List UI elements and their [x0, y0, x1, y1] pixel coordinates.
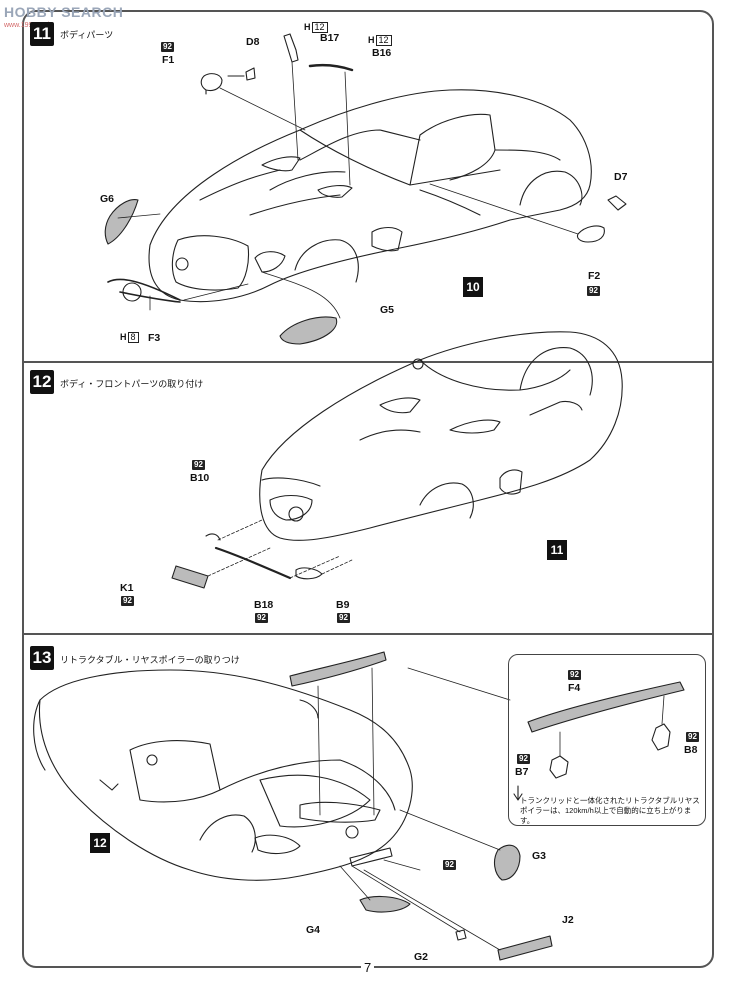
- paint-badge-f4: 92: [568, 670, 581, 680]
- wiper-b16: [308, 63, 354, 72]
- grille-bar-f3: [107, 278, 181, 303]
- step-12-number: 12: [30, 370, 54, 394]
- label-g4: G4: [306, 924, 321, 936]
- watermark-brand: HOBBY SEARCH: [4, 4, 124, 20]
- lens-g3: [493, 844, 521, 881]
- car-body-step13: [33, 669, 413, 881]
- label-g2: G2: [414, 951, 429, 963]
- ref-step-10: 10: [463, 277, 483, 297]
- label-b7: B7: [515, 766, 529, 778]
- part-b17: [283, 33, 299, 63]
- step-13-number: 13: [30, 646, 54, 670]
- paint-badge-b18: 92: [255, 613, 268, 623]
- spoiler-detail-inset: [508, 654, 706, 826]
- label-g5: G5: [380, 304, 395, 316]
- spoiler-note: トランクリッドと一体化されたリトラクタブルリヤスポイラーは、120km/h以上で…: [520, 796, 700, 825]
- paint-badge-b10: 92: [192, 460, 205, 470]
- mirror-f2: [576, 225, 605, 243]
- label-f3: F3: [148, 332, 161, 344]
- step-13-title: リトラクタブル・リヤスポイラーの取りつけ: [60, 655, 240, 665]
- label-b9: B9: [336, 599, 350, 611]
- paint-badge-b9: 92: [337, 613, 350, 623]
- lens-g5: [279, 316, 338, 345]
- step-divider-1: [24, 361, 714, 363]
- label-f4: F4: [568, 682, 581, 694]
- label-b18: B18: [254, 599, 274, 611]
- plate-j2: [497, 935, 553, 961]
- label-d8: D8: [246, 36, 260, 48]
- paint-badge-k1: 92: [121, 596, 134, 606]
- lens-g6: [104, 199, 139, 245]
- lens-g4: [359, 895, 411, 913]
- label-g6: G6: [100, 193, 115, 205]
- hinge-b8: [651, 723, 671, 751]
- star-f3: [122, 282, 142, 302]
- part-d7: [607, 195, 627, 211]
- part-d8: [245, 67, 256, 81]
- step-divider-2: [24, 633, 714, 635]
- label-b17: B17: [320, 32, 340, 44]
- label-b8: B8: [684, 744, 698, 756]
- ref-step-11: 11: [547, 540, 567, 560]
- step-12-title: ボディ・フロントパーツの取り付け: [60, 379, 204, 389]
- label-f2: F2: [588, 270, 601, 282]
- watermark-url: www.1999.co.jp: [4, 22, 54, 29]
- step-11-number: 11: [30, 22, 54, 46]
- paint-badge-b8: 92: [686, 732, 699, 742]
- label-f1: F1: [162, 54, 175, 66]
- part-b10: [205, 533, 221, 541]
- up-arrow-icon: [513, 785, 523, 801]
- label-k1: K1: [120, 582, 134, 594]
- paint-badge-b7: 92: [517, 754, 530, 764]
- mirror-f1: [200, 73, 223, 95]
- paint-badge-body: 92: [443, 860, 456, 870]
- car-body-step11: [148, 89, 592, 303]
- label-g3: G3: [532, 850, 547, 862]
- label-b16: B16: [372, 47, 392, 59]
- lens-k1: [171, 565, 209, 589]
- spoiler-top: [289, 651, 387, 687]
- lip-b18: [214, 546, 292, 580]
- paint-badge-f1: 92: [161, 42, 174, 52]
- paint-badge-f2: 92: [587, 286, 600, 296]
- car-body-step12: [259, 331, 623, 541]
- spoiler-f4: [527, 681, 685, 733]
- page-number: 7: [361, 960, 375, 975]
- ref-step-12: 12: [90, 833, 110, 853]
- label-b10: B10: [190, 472, 210, 484]
- label-j2: J2: [562, 914, 574, 926]
- part-g2: [455, 929, 467, 941]
- label-d7: D7: [614, 171, 628, 183]
- step-11-title: ボディパーツ: [60, 30, 114, 40]
